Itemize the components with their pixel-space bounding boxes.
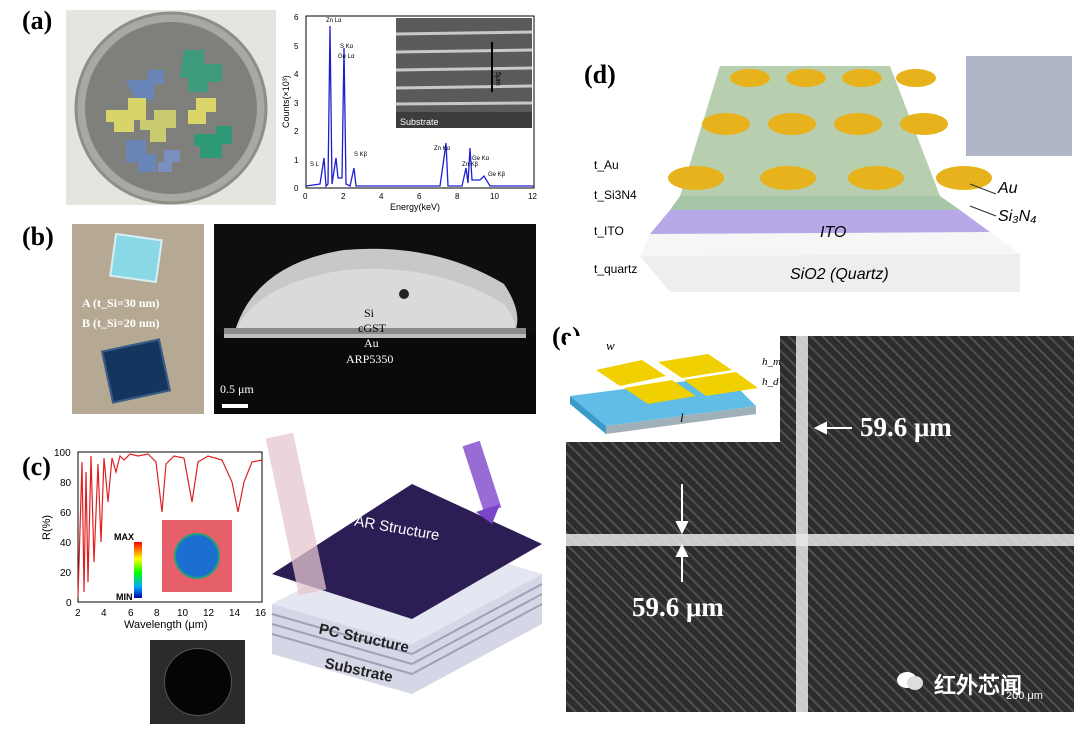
sem-layer-cgst: cGST <box>358 321 386 335</box>
au-label: Au <box>998 180 1018 197</box>
svg-text:S L: S L <box>310 162 320 168</box>
svg-text:Zn Kβ: Zn Kβ <box>462 162 479 168</box>
svg-text:Substrate: Substrate <box>400 117 439 127</box>
dark-sample-photo <box>150 640 245 724</box>
r-spectrum <box>77 453 263 598</box>
sem-image: Si cGST Au ARP5350 0.5 μm <box>214 224 536 414</box>
watermark-text: 红外芯闻 <box>934 673 1023 698</box>
metasurface-photo-inset <box>966 56 1072 156</box>
eds-ylabel: Counts(×10³) <box>281 75 291 128</box>
eds-ytick-0: 0 <box>294 184 299 193</box>
r-xtick-2: 2 <box>75 608 81 619</box>
svg-text:Ge Kα: Ge Kα <box>472 156 490 162</box>
quartz-label: SiO2 (Quartz) <box>790 266 889 283</box>
colorbar-min: MIN <box>116 592 133 602</box>
eds-ytick-2: 2 <box>294 127 299 136</box>
sem-illustration <box>214 248 536 414</box>
sem-layer-si: Si <box>364 306 375 320</box>
r-xtick-10: 10 <box>177 608 189 619</box>
r-ytick-80: 80 <box>60 478 72 489</box>
width-label-horizontal: 59.6 μm <box>860 412 952 442</box>
dim-hd: h_d <box>762 376 779 388</box>
svg-text:Ge Kβ: Ge Kβ <box>488 172 506 178</box>
r-ytick-100: 100 <box>54 448 71 459</box>
svg-text:S Kα: S Kα <box>340 44 354 50</box>
panel-b-label: (b) <box>22 222 54 251</box>
reflectance-chart: 0 20 40 60 80 100 2 4 6 8 10 12 14 16 Wa… <box>38 442 270 638</box>
t-quartz-label: t_quartz <box>594 262 638 276</box>
r-xtick-6: 6 <box>128 608 134 619</box>
svg-text:Zn Kα: Zn Kα <box>434 146 451 152</box>
eds-xtick-6: 6 <box>417 192 422 201</box>
colorbar-max: MAX <box>114 532 134 542</box>
panel-a-label: (a) <box>22 6 53 35</box>
dim-l: l <box>680 410 684 425</box>
r-ytick-40: 40 <box>60 538 72 549</box>
eds-inset <box>396 18 532 128</box>
panel-c-label: (c) <box>22 452 51 481</box>
metasurface-diagram: Au Si₃N₄ ITO SiO2 (Quartz) <box>640 56 1072 306</box>
sem-layer-arp: ARP5350 <box>346 352 394 366</box>
wechat-icon <box>896 670 924 692</box>
r-ylabel: R(%) <box>41 515 53 540</box>
svg-text:Zn Lα: Zn Lα <box>326 18 342 24</box>
eds-chart-svg: 0 1 2 3 4 5 6 0 2 4 6 8 10 12 Energy(keV… <box>281 13 537 212</box>
eds-xtick-8: 8 <box>455 192 460 201</box>
eds-xtick-2: 2 <box>341 192 346 201</box>
width-label-vertical: 59.6 μm <box>632 592 724 622</box>
r-ytick-0: 0 <box>66 598 72 609</box>
scale-label-200: 200 μm <box>1006 690 1043 702</box>
wafer-photo <box>66 10 276 205</box>
stack-svg <box>265 432 543 694</box>
wafer-illustration <box>74 11 268 205</box>
sem-layer-au: Au <box>364 336 379 350</box>
svg-text:S Kβ: S Kβ <box>354 152 368 158</box>
r-xtick-8: 8 <box>154 608 160 619</box>
reflectance-chart-svg: 0 20 40 60 80 100 2 4 6 8 10 12 14 16 Wa… <box>41 448 267 631</box>
r-xtick-12: 12 <box>203 608 215 619</box>
si3n4-label: Si₃N₄ <box>998 208 1037 225</box>
sem-scale-bar <box>222 404 248 408</box>
sample-photo: A (t_Si=30 nm) B (t_Si=20 nm) <box>72 224 204 414</box>
r-xtick-14: 14 <box>229 608 241 619</box>
r-xlabel: Wavelength (μm) <box>124 619 208 631</box>
panel-d-label: (d) <box>584 60 616 89</box>
r-xtick-16: 16 <box>255 608 267 619</box>
eds-xtick-0: 0 <box>303 192 308 201</box>
r-ytick-20: 20 <box>60 568 72 579</box>
sample-a-chip <box>109 232 163 284</box>
metasurface-svg <box>640 56 1072 292</box>
vertical-gap <box>796 336 808 712</box>
eds-xlabel: Energy(keV) <box>390 202 440 212</box>
sample-b-chip <box>101 338 171 404</box>
t-ito-label: t_ITO <box>594 224 624 238</box>
eds-ytick-6: 6 <box>294 13 299 22</box>
sem-scale-label: 0.5 μm <box>220 382 254 396</box>
dim-w: w <box>606 338 615 353</box>
svg-text:Ge Lα: Ge Lα <box>338 54 355 60</box>
t-au-label: t_Au <box>594 158 619 172</box>
horizontal-gap <box>566 534 1074 546</box>
eds-ytick-3: 3 <box>294 99 299 108</box>
eds-spectrum <box>305 25 534 188</box>
sample-b-label: B (t_Si=20 nm) <box>82 316 160 330</box>
r-xtick-4: 4 <box>101 608 107 619</box>
eds-xtick-10: 10 <box>490 192 499 201</box>
sample-a-label: A (t_Si=30 nm) <box>82 296 160 310</box>
dim-hm: h_m <box>762 356 781 368</box>
eds-chart: 0 1 2 3 4 5 6 0 2 4 6 8 10 12 Energy(keV… <box>280 8 542 218</box>
ito-label: ITO <box>820 224 847 241</box>
eds-ytick-4: 4 <box>294 70 299 79</box>
eds-xtick-4: 4 <box>379 192 384 201</box>
unit-cell-inset: w h_m h_d l <box>566 336 781 442</box>
eds-xtick-12: 12 <box>528 192 537 201</box>
eds-ytick-1: 1 <box>294 156 299 165</box>
t-si3n4-label: t_Si3N4 <box>594 188 637 202</box>
eds-ytick-5: 5 <box>294 42 299 51</box>
r-ytick-60: 60 <box>60 508 72 519</box>
svg-text:5μm: 5μm <box>494 72 501 86</box>
unit-cell-svg <box>570 354 758 434</box>
stack-illustration: AR Structure PC Structure Substrate <box>262 424 552 714</box>
